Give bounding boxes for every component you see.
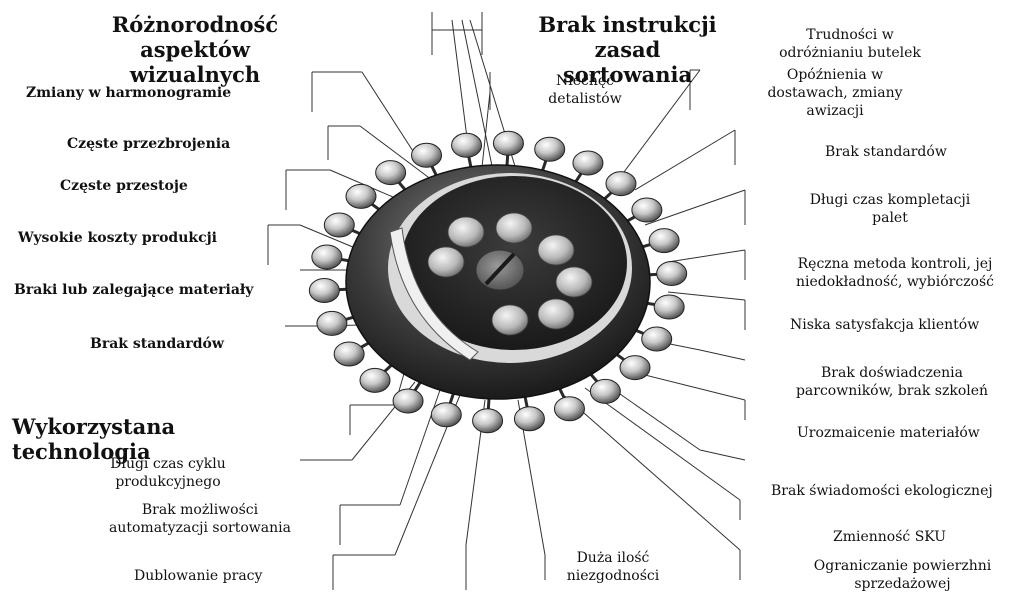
label-material-variety: Urozmaicenie materiałów [797, 424, 1007, 442]
inner-sphere [556, 267, 592, 297]
leader-line [668, 250, 745, 262]
spike-head [606, 172, 636, 196]
label-ecological-awareness: Brak świadomości ekologicznej [771, 482, 1021, 500]
spike-head [590, 379, 620, 403]
label-long-cycle: Długi czas cyklu produkcyjnego [98, 455, 238, 491]
spike-head [393, 389, 423, 413]
spike-head [657, 262, 687, 286]
label-high-costs: Wysokie koszty produkcji [18, 229, 258, 247]
spike-head [346, 184, 376, 208]
spike-head [452, 133, 482, 157]
label-duplicate-work: Dublowanie pracy [134, 567, 314, 585]
spike-head [620, 356, 650, 380]
inner-sphere [538, 235, 574, 265]
spike-head [473, 409, 503, 433]
leader-line [362, 72, 420, 162]
label-frequent-changeovers: Częste przezbrojenia [67, 135, 277, 153]
label-frequent-downtime: Częste przestoje [60, 177, 260, 195]
title-visual-aspects: Różnorodność aspektów wizualnych [105, 12, 285, 87]
leader-line [635, 130, 735, 190]
label-sales-space: Ograniczanie powierzhni sprzedażowej [785, 557, 1020, 593]
label-material-shortage: Braki lub zalegające materiały [14, 281, 314, 299]
spike-head [324, 213, 354, 237]
spike-head [514, 407, 544, 431]
label-bottle-distinction: Trudności w odróżnianiu butelek [770, 26, 930, 62]
spike-head [642, 327, 672, 351]
label-nonconformities: Duża ilość niezgodności [548, 549, 678, 585]
spike-head [535, 137, 565, 161]
spike-head [554, 397, 584, 421]
spike-head [334, 342, 364, 366]
label-customer-satisfaction: Niska satysfakcja klientów [790, 316, 1020, 334]
spike-head [312, 245, 342, 269]
label-delivery-delays: Opóźnienia w dostawach, zmiany awizacji [765, 66, 905, 120]
spike-head [317, 311, 347, 335]
spike-head [493, 131, 523, 155]
label-no-standards-left: Brak standardów [90, 335, 270, 353]
spike-head [632, 198, 662, 222]
leader-line [585, 388, 740, 500]
spike-head [654, 295, 684, 319]
spike-head [431, 403, 461, 427]
label-worker-experience: Brak doświadczenia parcowników, brak szk… [772, 364, 1012, 400]
leader-line [700, 350, 745, 360]
label-sku-variability: Zmienność SKU [833, 528, 983, 546]
inner-sphere [492, 305, 528, 335]
label-manual-control: Ręczna metoda kontroli, jej niedokładnoś… [775, 255, 1015, 291]
inner-sphere [428, 247, 464, 277]
label-pallet-time: Długi czas kompletacji palet [790, 191, 990, 227]
label-no-standards-right: Brak standardów [825, 143, 985, 161]
spike-head [649, 229, 679, 253]
leader-line [560, 392, 740, 550]
inner-sphere [538, 299, 574, 329]
spike-head [573, 151, 603, 175]
spike-head [360, 368, 390, 392]
label-retailer-reluctance: Niechęć detalistów [537, 72, 633, 108]
spike-head [412, 143, 442, 167]
label-schedule-changes: Zmiany w harmonogramie [26, 84, 266, 102]
inner-sphere [496, 213, 532, 243]
leader-line [700, 450, 745, 460]
inner-sphere [448, 217, 484, 247]
virus-body-group [309, 131, 686, 432]
label-no-automation: Brak możliwości automatyzacji sortowania [100, 501, 300, 537]
spike-head [376, 161, 406, 185]
